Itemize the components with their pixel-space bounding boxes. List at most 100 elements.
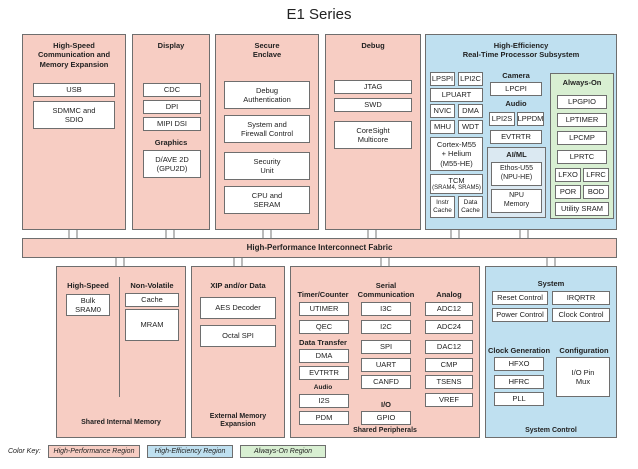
mipi-dsi-box: MIPI DSI	[143, 117, 201, 131]
memory-divider	[119, 277, 120, 397]
power-control-box: Power Control	[492, 308, 548, 322]
comm-memory-expansion-block: High-Speed Communication and Memory Expa…	[22, 34, 126, 230]
por-box: POR	[555, 185, 581, 199]
dave-gpu2d-box: D/AVE 2D (GPU2D)	[143, 150, 201, 178]
shared-internal-memory-block: High-Speed Bulk SRAM0 Non-Volatile Cache…	[56, 266, 186, 438]
legend-high-performance: High-Performance Region	[48, 445, 140, 458]
tcm-box: TCM (SRAM4, SRAM5)	[430, 174, 483, 194]
lprtc-box: LPRTC	[557, 150, 607, 164]
debug-header: Debug	[361, 41, 385, 50]
i2s-box: I2S	[299, 394, 349, 408]
irqrtr-box: IRQRTR	[552, 291, 610, 305]
debug-auth-box: Debug Authentication	[224, 81, 310, 109]
uart-box: UART	[361, 358, 411, 372]
qec-box: QEC	[299, 320, 349, 334]
always-on-header: Always-On	[562, 78, 602, 87]
he-subsystem-header: High-Efficiency Real-Time Processor Subs…	[462, 41, 580, 60]
lppdm-box: LPPDM	[517, 112, 544, 126]
system-firewall-box: System and Firewall Control	[224, 115, 310, 143]
hfrc-box: HFRC	[494, 375, 544, 389]
audio-periph-header: Audio	[313, 384, 333, 391]
i2c-box: I2C	[361, 320, 411, 334]
audio-header: Audio	[505, 99, 527, 108]
he-evtrtr-box: EVTRTR	[490, 130, 542, 144]
system-header: System	[537, 279, 565, 288]
fabric-label: High-Performance Interconnect Fabric	[246, 243, 393, 252]
lfxo-box: LFXO	[555, 168, 581, 182]
data-transfer-header: Data Transfer	[299, 338, 347, 347]
data-cache-box: Data Cache	[458, 196, 483, 218]
cmp-box: CMP	[425, 358, 473, 372]
external-memory-expansion-block: XIP and/or Data AES Decoder Octal SPI Ex…	[191, 266, 285, 438]
security-unit-box: Security Unit	[224, 152, 310, 180]
utimer-box: UTIMER	[299, 302, 349, 316]
communication-header: Communication	[357, 290, 415, 299]
shared-internal-memory-caption: Shared Internal Memory	[81, 419, 161, 426]
evtrtr-box: EVTRTR	[299, 366, 349, 380]
nvic-box: NVIC	[430, 104, 455, 118]
graphics-header: Graphics	[154, 138, 188, 147]
lptimer-box: LPTIMER	[557, 113, 607, 127]
shared-peripherals-caption: Shared Peripherals	[353, 427, 417, 434]
jtag-box: JTAG	[334, 80, 412, 94]
comm-memory-header: High-Speed Communication and Memory Expa…	[37, 41, 111, 69]
interconnect-fabric: High-Performance Interconnect Fabric	[22, 238, 617, 258]
pll-box: PLL	[494, 392, 544, 406]
mram-box: MRAM	[125, 309, 179, 341]
display-block: Display CDC DPI MIPI DSI Graphics D/AVE …	[132, 34, 210, 230]
legend-high-efficiency: High-Efficiency Region	[147, 445, 233, 458]
configuration-header: Configuration	[559, 346, 609, 355]
lpspi-box: LPSPI	[430, 72, 455, 86]
lpcpi-box: LPCPI	[490, 82, 542, 96]
system-control-caption: System Control	[525, 427, 577, 434]
tsens-box: TSENS	[425, 375, 473, 389]
camera-header: Camera	[502, 71, 530, 80]
bod-box: BOD	[583, 185, 609, 199]
hfxo-box: HFXO	[494, 357, 544, 371]
cortex-m55-box: Cortex-M55 + Helium (M55-HE)	[430, 137, 483, 171]
coresight-box: CoreSight Multicore	[334, 121, 412, 149]
tcm-subtitle: (SRAM4, SRAM5)	[432, 184, 481, 191]
reset-control-box: Reset Control	[492, 291, 548, 305]
legend-always-on: Always-On Region	[240, 445, 326, 458]
always-on-block: Always-On LPGPIO LPTIMER LPCMP LPRTC LFX…	[550, 73, 614, 219]
secure-enclave-header: Secure Enclave	[252, 41, 282, 60]
instr-cache-box: Instr Cache	[430, 196, 455, 218]
io-header: I/O	[380, 400, 391, 409]
lpi2s-box: LPI2S	[489, 112, 515, 126]
cpu-seram-box: CPU and SERAM	[224, 186, 310, 214]
cache-box: Cache	[125, 293, 179, 307]
cdc-box: CDC	[143, 83, 201, 97]
aes-decoder-box: AES Decoder	[200, 297, 276, 319]
serial-header: Serial	[375, 281, 397, 290]
mhu-box: MHU	[430, 120, 455, 134]
pdm-box: PDM	[299, 411, 349, 425]
swd-box: SWD	[334, 98, 412, 112]
tcm-title: TCM	[448, 175, 465, 185]
external-memory-caption: External Memory Expansion	[209, 413, 267, 429]
lpi2c-box: LPI2C	[458, 72, 483, 86]
xip-header: XIP and/or Data	[210, 281, 266, 290]
ethos-u55-box: Ethos-U55 (NPU-HE)	[491, 162, 542, 186]
lfrc-box: LFRC	[583, 168, 609, 182]
dac12-box: DAC12	[425, 340, 473, 354]
clock-control-box: Clock Control	[552, 308, 610, 322]
i3c-box: I3C	[361, 302, 411, 316]
gpio-box: GPIO	[361, 411, 411, 425]
color-key-label: Color Key:	[8, 448, 41, 455]
non-volatile-header: Non-Volatile	[130, 281, 174, 290]
lpcmp-box: LPCMP	[557, 131, 607, 145]
clock-generation-header: Clock Generation	[487, 346, 551, 355]
dma-box: DMA	[299, 349, 349, 363]
lpuart-box: LPUART	[430, 88, 483, 102]
bulk-sram0-box: Bulk SRAM0	[66, 294, 110, 316]
wdt-box: WDT	[458, 120, 483, 134]
octal-spi-box: Octal SPI	[200, 325, 276, 347]
shared-peripherals-block: Timer/Counter UTIMER QEC Data Transfer D…	[290, 266, 480, 438]
adc24-box: ADC24	[425, 320, 473, 334]
adc12-box: ADC12	[425, 302, 473, 316]
high-efficiency-subsystem: High-Efficiency Real-Time Processor Subs…	[425, 34, 617, 230]
vref-box: VREF	[425, 393, 473, 407]
dpi-box: DPI	[143, 100, 201, 114]
io-pin-mux-box: I/O Pin Mux	[556, 357, 610, 397]
